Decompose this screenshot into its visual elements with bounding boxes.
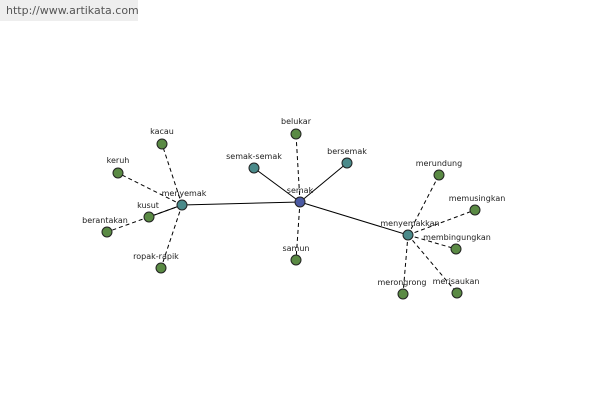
edge-menyemakkan-merisaukan	[407, 234, 458, 294]
label-samun[interactable]: samun	[282, 244, 309, 253]
node-merongrong[interactable]	[397, 288, 409, 300]
label-memusingkan[interactable]: memusingkan	[449, 194, 506, 203]
label-kusut[interactable]: kusut	[137, 201, 159, 210]
label-merongrong[interactable]: merongrong	[377, 278, 426, 287]
label-semak[interactable]: semak	[287, 186, 314, 195]
edge-semak-menyemakkan	[299, 201, 409, 236]
label-berantakan[interactable]: berantakan	[82, 216, 128, 225]
edge-menyemak-keruh	[117, 172, 183, 206]
label-ropak-rapik[interactable]: ropak-rapik	[133, 252, 179, 261]
edge-menyemakkan-membingungkan	[407, 234, 457, 250]
edge-semak-semak-semak	[253, 167, 301, 203]
node-kusut[interactable]	[143, 211, 155, 223]
edge-menyemak-berantakan	[106, 204, 183, 233]
node-samun[interactable]	[290, 254, 302, 266]
edge-menyemak-kacau	[161, 143, 183, 206]
node-membingungkan[interactable]	[450, 243, 462, 255]
edge-semak-bersemak	[299, 162, 348, 203]
node-semak-semak[interactable]	[248, 162, 260, 174]
node-berantakan[interactable]	[101, 226, 113, 238]
label-merisaukan[interactable]: merisaukan	[433, 277, 480, 286]
node-menyemakkan[interactable]	[402, 229, 414, 241]
node-merundung[interactable]	[433, 169, 445, 181]
label-keruh[interactable]: keruh	[107, 156, 130, 165]
edge-menyemakkan-merundung	[407, 174, 440, 236]
label-merundung[interactable]: merundung	[416, 159, 462, 168]
label-kacau[interactable]: kacau	[150, 127, 174, 136]
label-membingungkan[interactable]: membingungkan	[423, 233, 491, 242]
label-belukar[interactable]: belukar	[281, 117, 312, 126]
node-kacau[interactable]	[156, 138, 168, 150]
edge-semak-menyemak	[181, 201, 301, 206]
edge-menyemakkan-merongrong	[402, 234, 409, 295]
node-belukar[interactable]	[290, 128, 302, 140]
edge-menyemakkan-memusingkan	[407, 209, 476, 236]
node-bersemak[interactable]	[341, 157, 353, 169]
label-menyemakkan[interactable]: menyemakkan	[380, 219, 439, 228]
label-bersemak[interactable]: bersemak	[327, 147, 367, 156]
node-menyemak[interactable]	[176, 199, 188, 211]
node-semak[interactable]	[294, 196, 306, 208]
source-url[interactable]: http://www.artikata.com	[0, 0, 139, 21]
edge-semak-belukar	[295, 133, 301, 203]
node-merisaukan[interactable]	[451, 287, 463, 299]
node-memusingkan[interactable]	[469, 204, 481, 216]
label-menyemak[interactable]: menyemak	[162, 189, 207, 198]
node-ropak-rapik[interactable]	[155, 262, 167, 274]
label-semak-semak[interactable]: semak-semak	[226, 152, 282, 161]
node-keruh[interactable]	[112, 167, 124, 179]
edge-semak-samun	[295, 201, 301, 261]
